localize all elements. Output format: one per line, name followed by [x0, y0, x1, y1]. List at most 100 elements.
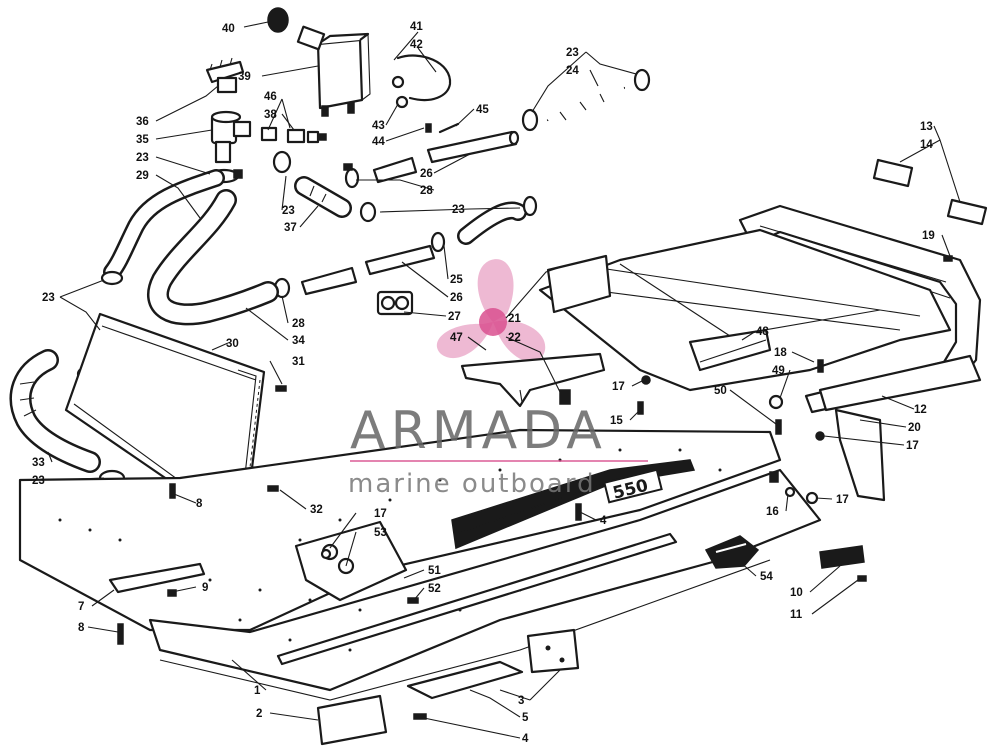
callout-18: 18: [774, 347, 787, 359]
hose-37: [294, 176, 352, 218]
watermark-brand: ARMADA: [350, 401, 607, 461]
callout-23: 23: [32, 475, 45, 487]
callout-48: 48: [756, 326, 769, 338]
gusset-plate: [688, 328, 772, 372]
callout-10: 10: [790, 587, 803, 599]
callout-29: 29: [136, 170, 149, 182]
watermark-tagline: marine outboard: [348, 469, 596, 499]
coolant-tube-short: [372, 156, 418, 184]
callout-34: 34: [292, 335, 305, 347]
callout-22: 22: [508, 332, 521, 344]
coolant-tube-short-lower: [300, 266, 358, 296]
brace-bracket: [460, 352, 606, 408]
callout-17: 17: [906, 440, 919, 452]
bottle-cap: [267, 7, 326, 51]
callout-50: 50: [714, 385, 727, 397]
callout-44: 44: [372, 136, 385, 148]
gasket: [376, 290, 414, 316]
callout-5: 5: [522, 712, 529, 724]
skid-plate: [406, 660, 524, 700]
callout-14: 14: [920, 139, 933, 151]
decal-13: [872, 158, 914, 188]
callout-12: 12: [914, 404, 927, 416]
callout-1: 1: [254, 685, 261, 697]
callout-19: 19: [922, 230, 935, 242]
callout-17: 17: [836, 494, 849, 506]
callout-3: 3: [518, 695, 524, 707]
propeller-icon: [436, 259, 546, 362]
overflow-tube: [396, 54, 452, 102]
rear-bumper-frame: [738, 204, 982, 414]
callout-24: 24: [566, 65, 579, 77]
callout-17: 17: [374, 508, 387, 520]
callout-35: 35: [136, 134, 149, 146]
callout-42: 42: [410, 39, 423, 51]
upper-hose: [544, 81, 626, 126]
callout-11: 11: [790, 609, 803, 621]
filler-neck: [210, 110, 252, 164]
lower-left-hose: [9, 349, 101, 473]
callout-26: 26: [420, 168, 433, 180]
screw: [425, 123, 432, 133]
callout-38: 38: [264, 109, 277, 121]
callout-46: 46: [264, 91, 277, 103]
hose-clamp: [633, 68, 651, 92]
callout-9: 9: [202, 582, 208, 594]
hose-clamp: [359, 201, 377, 223]
callout-43: 43: [372, 120, 385, 132]
callout-17: 17: [612, 381, 625, 393]
watermark: ARMADA marine outboard: [348, 401, 648, 499]
callout-47: 47: [450, 332, 463, 344]
callout-41: 41: [410, 21, 423, 33]
callout-8: 8: [196, 498, 203, 510]
hardware: [117, 255, 953, 720]
cross-shaft: [276, 532, 678, 666]
tee-fitting: [260, 126, 327, 144]
callout-4: 4: [600, 515, 607, 527]
tab-plate: [546, 254, 612, 314]
hose-clamp: [272, 150, 292, 174]
callout-27: 27: [448, 311, 461, 323]
hose-clamp: [343, 163, 353, 171]
callout-33: 33: [32, 457, 45, 469]
radiator-cap: [205, 57, 245, 94]
callout-labels: 40 41 42 39 36 46 38 35 23 29 43 44 45 2…: [32, 21, 935, 745]
callout-30: 30: [226, 338, 239, 350]
callout-13: 13: [920, 121, 933, 133]
callout-8: 8: [78, 622, 85, 634]
hose-clamp: [100, 270, 124, 286]
callout-28: 28: [420, 185, 433, 197]
callout-16: 16: [766, 506, 779, 518]
callout-2: 2: [256, 708, 262, 720]
long-hose: [147, 189, 279, 326]
callout-36: 36: [136, 116, 149, 128]
callout-25: 25: [450, 274, 463, 286]
overflow-bottle: [316, 32, 371, 117]
hose-clamp: [430, 231, 446, 253]
callout-7: 7: [78, 601, 84, 613]
callout-15: 15: [610, 415, 623, 427]
hose-clamp: [521, 108, 539, 132]
hose-clamp: [522, 195, 538, 217]
callout-45: 45: [476, 104, 489, 116]
hose-29: [103, 169, 225, 281]
coolant-tube: [426, 130, 520, 164]
rear-tail-panel: [834, 408, 886, 502]
slide-bracket: [294, 520, 408, 602]
callout-53: 53: [374, 527, 387, 539]
mounting-bracket: [526, 628, 580, 674]
callout-23: 23: [282, 205, 295, 217]
callout-20: 20: [908, 422, 921, 434]
callout-23: 23: [42, 292, 55, 304]
callout-32: 32: [310, 504, 323, 516]
reflector-10: [819, 545, 865, 569]
rail-bracket: [108, 562, 206, 594]
hose-clamp: [344, 167, 360, 189]
decal-stripe: 550: [451, 459, 696, 550]
callout-39: 39: [238, 71, 251, 83]
callout-21: 21: [508, 313, 521, 325]
callout-23: 23: [136, 152, 149, 164]
callout-49: 49: [772, 365, 785, 377]
callout-28: 28: [292, 318, 305, 330]
